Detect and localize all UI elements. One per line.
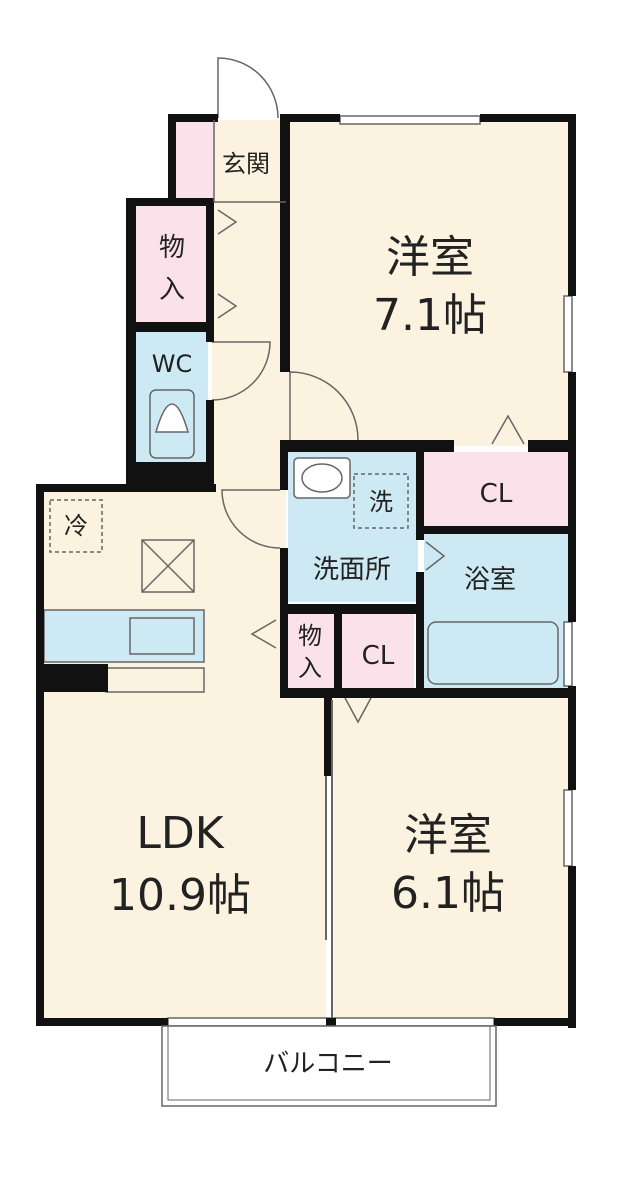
wall-bottom-left — [36, 1018, 168, 1026]
washer-pan — [353, 473, 409, 529]
window-right-bath — [563, 621, 573, 687]
balcony-outline — [161, 1025, 497, 1107]
window-bottom-room2 — [333, 1017, 495, 1027]
room2-size: 6.1帖 — [391, 868, 505, 919]
cl-2-label: CL — [362, 641, 395, 671]
wall-storage-right — [206, 202, 214, 324]
entrance-door-swing — [217, 57, 279, 119]
genkan-step — [214, 120, 286, 202]
room2-door-mark — [343, 695, 373, 724]
wall-washroom-bottom — [280, 604, 424, 614]
kitchen-lower-counter — [105, 667, 205, 693]
storage-top-door-mark-1 — [217, 209, 238, 235]
bath-door-mark — [425, 541, 446, 571]
wall-right-3 — [568, 686, 576, 790]
wall-washroom-left — [280, 440, 288, 490]
wall-right-4 — [568, 866, 576, 1028]
washer-label: 洗 — [369, 488, 393, 516]
room2-name: 洋室 — [404, 810, 492, 861]
storage-top-floor — [134, 206, 208, 322]
door-swings — [211, 57, 359, 549]
wall-room1-bottom — [280, 440, 454, 452]
storage-mid-floor — [286, 614, 336, 688]
room1-door-swing — [289, 371, 359, 441]
window-top-room1 — [339, 115, 481, 125]
wall-wc-right — [206, 330, 214, 342]
wall-top-genkan — [168, 114, 218, 122]
wall-room1-bottom-b — [528, 440, 576, 452]
wc-label: WC — [152, 350, 193, 378]
wall-left-genkan — [168, 114, 176, 204]
window-right-room1 — [563, 295, 573, 373]
wall-storage-top — [126, 198, 214, 206]
room1-name: 洋室 — [386, 232, 474, 283]
ldk-name: LDK — [136, 808, 224, 859]
bath-label: 浴室 — [464, 565, 516, 595]
cl-1-door-mark — [491, 414, 525, 445]
room-youshitsu-1-floor — [286, 120, 568, 446]
storage-mid-door-mark — [250, 619, 277, 649]
wall-mid-bottom — [280, 688, 576, 698]
room1-size: 7.1帖 — [373, 290, 487, 341]
wall-room2-left — [324, 694, 332, 776]
fixtures — [43, 209, 559, 724]
wall-wc-right-b — [206, 400, 214, 468]
ldk-size: 10.9帖 — [109, 870, 251, 921]
wall-top-room1-b — [480, 114, 576, 122]
storage-mid-label-1: 物 — [298, 622, 322, 650]
kitchen-sink — [129, 617, 195, 655]
wall-right-1 — [568, 114, 576, 296]
washroom-label: 洗面所 — [313, 555, 391, 585]
ventilation-box — [141, 539, 195, 593]
corridor-floor — [212, 202, 286, 492]
wc-door-swing — [211, 341, 271, 401]
wall-storage-cl2 — [334, 610, 342, 694]
cl-1-floor — [424, 452, 568, 526]
wall-right-2 — [568, 372, 576, 622]
wash-basin-bowl — [301, 463, 343, 493]
ldk-door-swing — [221, 489, 281, 549]
toilet-bowl — [155, 403, 189, 433]
fridge-space — [49, 499, 103, 553]
wall-wc-bottom — [126, 462, 214, 492]
wall-washroom-right — [416, 440, 424, 540]
storage-top-label-1: 物 — [159, 233, 185, 263]
wall-bottom-mid — [326, 1018, 336, 1026]
balcony — [161, 1025, 497, 1107]
wall-bottom-right — [494, 1018, 576, 1026]
wall-left-ldk — [36, 486, 44, 1026]
wall-left-storage — [126, 198, 136, 490]
balcony-label: バルコニー — [263, 1049, 392, 1079]
ldk-floor-lower — [42, 690, 326, 1022]
window-bottom-ldk — [167, 1017, 331, 1027]
storage-mid-label-2: 入 — [298, 654, 322, 682]
wall-washroom-left-b — [280, 548, 288, 696]
wall-cl1-bottom — [416, 526, 576, 534]
storage-top-door-mark-2 — [217, 293, 238, 319]
wall-ldk-counter — [36, 664, 108, 692]
floor-fills — [42, 120, 568, 1022]
genkan-label: 玄関 — [222, 150, 270, 178]
sliding-door — [325, 700, 333, 1018]
wall-corridor-right — [280, 114, 290, 372]
cl-1-label: CL — [480, 479, 513, 509]
room-youshitsu-2-floor — [332, 694, 568, 1022]
fridge-label: 冷 — [64, 512, 88, 540]
ventilation-x2 — [141, 539, 195, 593]
bathtub — [427, 621, 559, 685]
wall-storage-wc — [126, 322, 214, 332]
window-right-room2 — [563, 789, 573, 867]
wall-washroom-right-b — [416, 572, 424, 696]
walls — [36, 114, 576, 1028]
labels: 玄関 物 入 WC 洋室 7.1帖 CL 洗 洗面所 浴室 冷 物 入 CL L… — [64, 150, 516, 1079]
cl-2-floor — [342, 614, 414, 688]
storage-top-label-2: 入 — [159, 275, 185, 305]
wall-top-room1 — [280, 114, 340, 122]
balcony-inner — [167, 1025, 491, 1101]
